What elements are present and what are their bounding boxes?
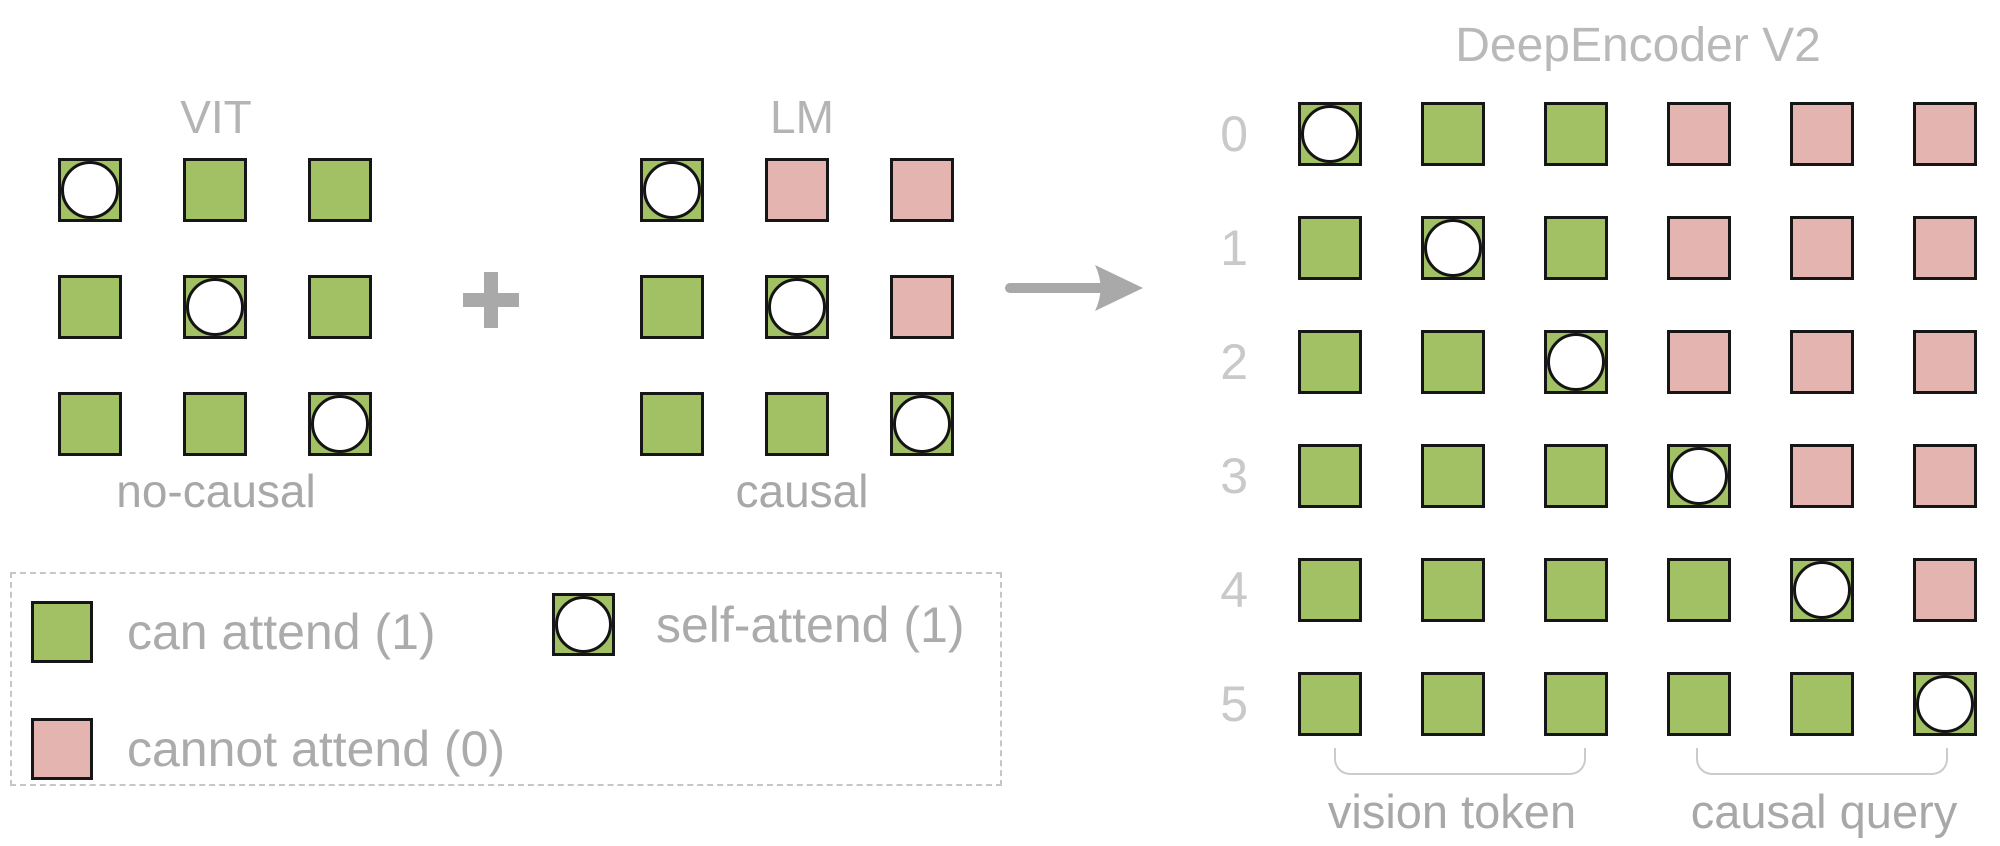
self-attend-circle-icon [186,278,244,336]
matrix-cell-result-r4c5 [1913,558,1977,622]
vit-grid-title: VIT [180,91,252,143]
matrix-cell-result-r2c1 [1421,330,1485,394]
matrix-cell-result-r4c4 [1790,558,1854,622]
matrix-cell-lm-r0c0 [640,158,704,222]
legend-label-self-attend: self-attend (1) [656,596,965,653]
matrix-cell-lm-r2c2 [890,392,954,456]
matrix-cell-vit-r2c1 [183,392,247,456]
legend-label-can-attend: can attend (1) [127,604,436,660]
matrix-cell-result-r5c0 [1298,672,1362,736]
matrix-cell-lm-r1c2 [890,275,954,339]
result-grid-title: DeepEncoder V2 [1455,19,1821,72]
legend-label-cannot-attend: cannot attend (0) [127,721,506,777]
arrow-right-icon [1005,265,1143,311]
self-attend-circle-icon [1424,219,1482,277]
lm-grid-caption: causal [735,465,869,517]
matrix-cell-lm-r2c1 [765,392,829,456]
can-attend-swatch-icon [31,601,93,663]
matrix-cell-result-r0c0 [1298,102,1362,166]
matrix-cell-vit-r0c0 [58,158,122,222]
self-attend-circle-icon [555,596,612,653]
matrix-cell-result-r1c5 [1913,216,1977,280]
matrix-cell-result-r4c2 [1544,558,1608,622]
matrix-cell-result-r2c5 [1913,330,1977,394]
plus-icon [463,272,519,328]
matrix-cell-result-r3c0 [1298,444,1362,508]
matrix-cell-result-r1c0 [1298,216,1362,280]
matrix-cell-result-r4c1 [1421,558,1485,622]
causal-query-group-label: causal query [1690,785,1958,838]
result-row-label-0: 0 [1220,106,1248,162]
matrix-cell-lm-r1c0 [640,275,704,339]
self-attend-circle-icon [61,161,119,219]
vision-token-brace-icon [1334,748,1586,775]
vision-token-group-label: vision token [1327,785,1577,838]
matrix-cell-result-r3c2 [1544,444,1608,508]
legend-item-cannot-attend: cannot attend (0) [31,718,505,780]
matrix-cell-vit-r2c0 [58,392,122,456]
matrix-cell-result-r5c2 [1544,672,1608,736]
result-row-label-3: 3 [1220,448,1248,504]
self-attend-circle-icon [311,395,369,453]
matrix-cell-result-r1c1 [1421,216,1485,280]
matrix-cell-result-r4c3 [1667,558,1731,622]
matrix-cell-vit-r0c1 [183,158,247,222]
matrix-cell-vit-r1c1 [183,275,247,339]
matrix-cell-lm-r2c0 [640,392,704,456]
matrix-cell-result-r5c5 [1913,672,1977,736]
matrix-cell-vit-r2c2 [308,392,372,456]
self-attend-circle-icon [1916,675,1974,733]
self-attend-circle-icon [1670,447,1728,505]
matrix-cell-vit-r0c2 [308,158,372,222]
cannot-attend-swatch-icon [31,718,93,780]
matrix-cell-result-r0c4 [1790,102,1854,166]
matrix-cell-result-r1c2 [1544,216,1608,280]
legend-item-self-attend: self-attend (1) [552,593,964,656]
matrix-cell-result-r2c4 [1790,330,1854,394]
self-attend-circle-icon [893,395,951,453]
causal-query-brace-icon [1696,748,1948,775]
result-row-label-1: 1 [1220,220,1248,276]
matrix-cell-result-r4c0 [1298,558,1362,622]
matrix-cell-result-r3c4 [1790,444,1854,508]
matrix-cell-lm-r0c2 [890,158,954,222]
matrix-cell-result-r0c5 [1913,102,1977,166]
result-row-label-2: 2 [1220,334,1248,390]
matrix-cell-result-r1c4 [1790,216,1854,280]
matrix-cell-result-r2c3 [1667,330,1731,394]
legend-item-can-attend: can attend (1) [31,601,436,663]
matrix-cell-result-r5c1 [1421,672,1485,736]
matrix-cell-lm-r1c1 [765,275,829,339]
matrix-cell-vit-r1c0 [58,275,122,339]
self-attend-circle-icon [1301,105,1359,163]
legend-box: can attend (1) self-attend (1) cannot at… [10,572,1002,786]
self-attend-circle-icon [1793,561,1851,619]
matrix-cell-result-r3c1 [1421,444,1485,508]
matrix-cell-result-r0c3 [1667,102,1731,166]
matrix-cell-result-r2c0 [1298,330,1362,394]
matrix-cell-result-r0c2 [1544,102,1608,166]
matrix-cell-result-r3c3 [1667,444,1731,508]
matrix-cell-result-r2c2 [1544,330,1608,394]
matrix-cell-result-r1c3 [1667,216,1731,280]
lm-grid-title: LM [770,91,834,143]
self-attend-swatch-icon [552,593,615,656]
matrix-cell-result-r3c5 [1913,444,1977,508]
matrix-cell-result-r5c3 [1667,672,1731,736]
matrix-cell-lm-r0c1 [765,158,829,222]
matrix-cell-vit-r1c2 [308,275,372,339]
matrix-cell-result-r0c1 [1421,102,1485,166]
self-attend-circle-icon [643,161,701,219]
self-attend-circle-icon [1547,333,1605,391]
result-row-label-5: 5 [1220,676,1248,732]
matrix-cell-result-r5c4 [1790,672,1854,736]
result-row-label-4: 4 [1220,562,1248,618]
vit-grid-caption: no-causal [116,465,316,517]
self-attend-circle-icon [768,278,826,336]
